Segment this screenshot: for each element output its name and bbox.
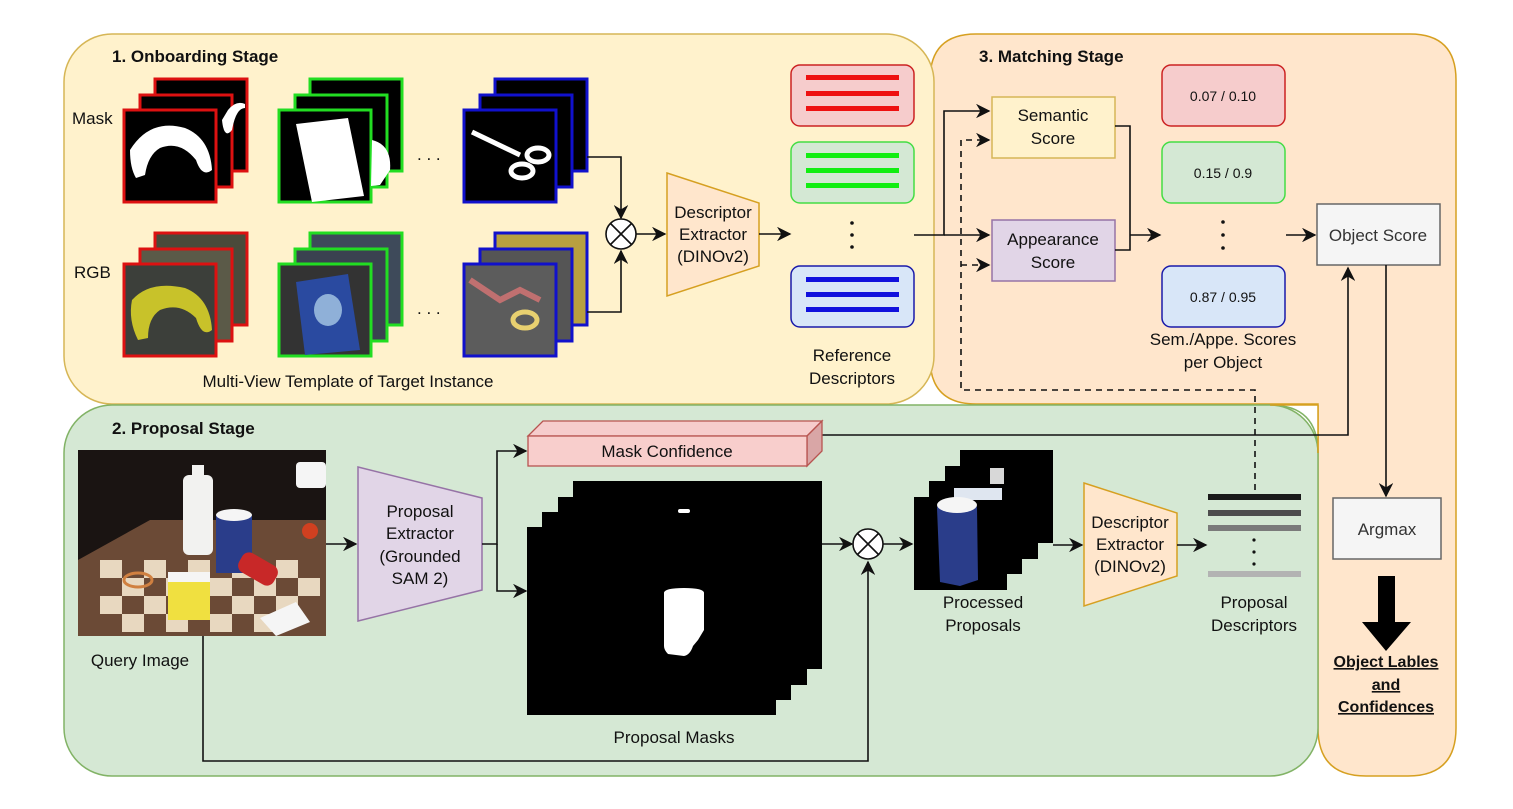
svg-text:Extractor: Extractor	[1096, 535, 1164, 554]
appearance-score-box: Appearance Score	[991, 219, 1116, 282]
svg-text:Object Lables: Object Lables	[1334, 654, 1439, 671]
svg-text:0.07 / 0.10: 0.07 / 0.10	[1190, 88, 1256, 104]
mask-ellipsis: . . .	[417, 145, 441, 164]
svg-text:Score: Score	[1031, 253, 1075, 272]
svg-text:Semantic: Semantic	[1018, 106, 1089, 125]
proposal-descriptors-caption-2: Descriptors	[1211, 616, 1297, 635]
argmax-box: Argmax	[1332, 497, 1442, 560]
score-item-blue: 0.87 / 0.95	[1161, 265, 1286, 328]
scores-caption-2: per Object	[1184, 353, 1263, 372]
scores-caption-1: Sem./Appe. Scores	[1150, 330, 1296, 349]
proposal-descriptor-extractor: Descriptor Extractor (DINOv2)	[1083, 481, 1178, 608]
multiply-node-onboarding	[605, 218, 637, 250]
multiply-node-proposal	[852, 528, 884, 560]
svg-text:Descriptor: Descriptor	[1091, 513, 1169, 532]
processed-proposals-caption-2: Proposals	[945, 616, 1021, 635]
proposal-descriptors	[1208, 494, 1301, 577]
can-processed-proposal	[937, 500, 978, 586]
can-mask-shape	[296, 118, 364, 202]
score-item-ellipsis	[1221, 220, 1225, 250]
onboarding-stage-title: 1. Onboarding Stage	[112, 47, 278, 66]
reference-descriptor-blue	[790, 265, 915, 328]
semantic-score-box: Semantic Score	[991, 96, 1116, 159]
svg-text:Score: Score	[1031, 129, 1075, 148]
can-proposal-mask	[664, 588, 704, 656]
svg-text:Proposal: Proposal	[386, 502, 453, 521]
mask-stack-scissors	[462, 77, 589, 204]
proposal-masks-caption: Proposal Masks	[614, 728, 735, 747]
object-score-box: Object Score	[1316, 203, 1441, 266]
svg-text:Appearance: Appearance	[1007, 230, 1099, 249]
proposal-extractor: Proposal Extractor (Grounded SAM 2)	[357, 466, 483, 622]
score-item-green: 0.15 / 0.9	[1161, 141, 1286, 204]
query-image-caption: Query Image	[91, 651, 189, 670]
rgb-ellipsis: . . .	[417, 299, 441, 318]
scissors-mask-shape	[470, 129, 552, 181]
output-label: Object Lables and Confidences	[1334, 654, 1439, 716]
rgb-stack-scissors	[462, 231, 589, 358]
mask-stack-banana	[122, 77, 249, 204]
processed-proposals-stack	[914, 450, 1053, 590]
proposal-stage-title: 2. Proposal Stage	[112, 419, 255, 438]
template-caption: Multi-View Template of Target Instance	[202, 372, 493, 391]
svg-text:0.87 / 0.95: 0.87 / 0.95	[1190, 289, 1256, 305]
scissors-photo	[510, 309, 540, 331]
mask-row-label: Mask	[72, 109, 113, 128]
rgb-stack-can	[277, 231, 404, 358]
svg-text:Extractor: Extractor	[679, 225, 747, 244]
svg-text:(Grounded: (Grounded	[379, 547, 460, 566]
svg-text:Extractor: Extractor	[386, 524, 454, 543]
rgb-stack-banana	[122, 231, 249, 358]
mask-stack-can	[277, 77, 404, 204]
reference-descriptors-caption-2: Descriptors	[809, 369, 895, 388]
svg-text:(DINOv2): (DINOv2)	[1094, 557, 1166, 576]
svg-text:(DINOv2): (DINOv2)	[677, 247, 749, 266]
svg-text:SAM 2): SAM 2)	[392, 569, 449, 588]
big-down-arrow-icon	[1362, 576, 1411, 651]
mask-confidence-bar: Mask Confidence	[526, 419, 824, 468]
reference-descriptor-red	[790, 64, 915, 127]
banana-photo	[130, 285, 212, 340]
rgb-row-label: RGB	[74, 263, 111, 282]
banana-mask-shape	[130, 125, 212, 178]
reference-descriptor-ellipsis	[850, 221, 854, 249]
reference-descriptors-caption-1: Reference	[813, 346, 891, 365]
score-item-red: 0.07 / 0.10	[1161, 64, 1286, 127]
svg-text:Object Score: Object Score	[1329, 226, 1427, 245]
matching-stage-title: 3. Matching Stage	[979, 47, 1124, 66]
processed-proposals-caption-1: Processed	[943, 593, 1023, 612]
query-image	[78, 450, 326, 636]
proposal-descriptors-caption-1: Proposal	[1220, 593, 1287, 612]
svg-text:Argmax: Argmax	[1358, 520, 1417, 539]
svg-text:and: and	[1372, 677, 1400, 694]
svg-text:0.15 / 0.9: 0.15 / 0.9	[1194, 165, 1253, 181]
svg-text:Mask Confidence: Mask Confidence	[601, 442, 732, 461]
proposal-masks-stack	[527, 481, 822, 715]
onboarding-descriptor-extractor: Descriptor Extractor (DINOv2)	[666, 171, 760, 298]
svg-text:Confidences: Confidences	[1338, 699, 1434, 716]
reference-descriptor-green	[790, 141, 915, 204]
svg-text:Descriptor: Descriptor	[674, 203, 752, 222]
